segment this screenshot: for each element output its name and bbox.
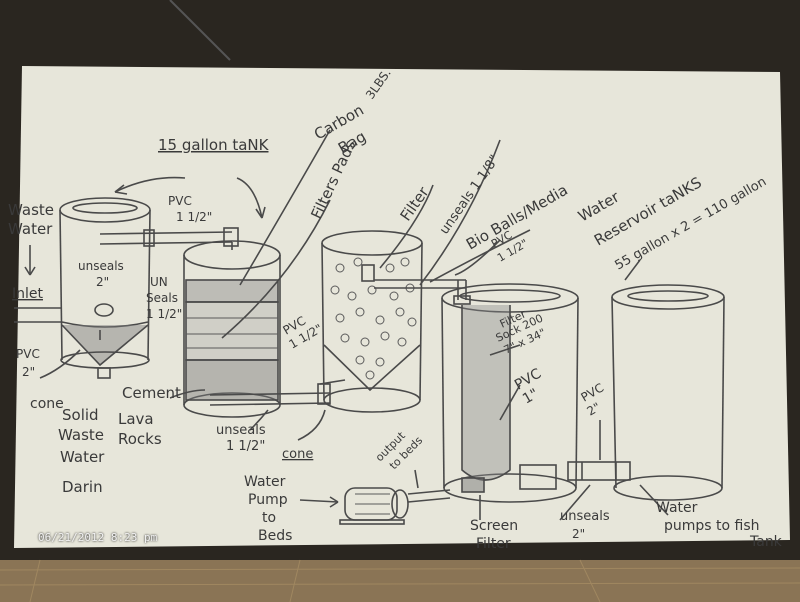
bio-balls — [330, 257, 417, 380]
label-pumps-fish: pumps to fish — [664, 518, 760, 534]
label-seals-size: 1 1/2" — [146, 307, 182, 321]
label-pvc-left: PVC — [16, 347, 40, 361]
label-darin: Darin — [62, 478, 103, 496]
label-rocks: Rocks — [118, 430, 162, 448]
label-unseals-mid-size: 1 1/2" — [226, 439, 265, 454]
reservoir-tank-1 — [441, 283, 579, 503]
label-seals: Seals — [146, 291, 178, 305]
label-unseals-2: unseals — [78, 259, 124, 273]
reservoir-tank-2 — [611, 284, 725, 501]
label-pvc-top-size: 1 1/2" — [176, 210, 212, 224]
floor-mat — [0, 560, 800, 602]
label-unseals-2-size: 2" — [96, 275, 109, 289]
label-screen-filter: Filter — [476, 536, 511, 552]
label-solid: Solid — [62, 406, 99, 424]
label-water: Water — [8, 220, 53, 238]
label-15-gallon: 15 gallon taNK — [158, 136, 270, 154]
label-pvc-2-right-size: 2" — [585, 400, 603, 419]
label-cone-left: cone — [30, 396, 64, 412]
label-unseals-mid: unseals — [216, 423, 266, 438]
label-waste-2: Waste — [58, 426, 104, 444]
label-to: to — [262, 510, 276, 526]
floor-pattern — [0, 559, 800, 602]
arrows — [24, 129, 669, 521]
label-lava: Lava — [118, 410, 154, 428]
label-pvc-top: PVC — [168, 194, 192, 208]
label-beds: Beds — [258, 528, 292, 544]
label-unseals-bottom: unseals — [560, 509, 610, 524]
biofilter-tank — [321, 230, 423, 413]
water-pump — [339, 487, 451, 525]
label-unseals-bottom-size: 2" — [572, 527, 585, 541]
photo-timestamp: 06/21/2012 8:23 pm — [38, 531, 158, 544]
label-water-2: Water — [60, 448, 105, 466]
waste-tank — [59, 197, 151, 379]
label-pvc-left-size: 2" — [22, 365, 35, 379]
label-un: UN — [150, 275, 168, 289]
label-waste: Waste — [8, 201, 54, 219]
label-screen: Screen — [470, 518, 518, 534]
label-cement: Cement — [122, 384, 181, 402]
inlet-pipe — [14, 307, 62, 323]
pvc-pipe-right — [374, 279, 471, 305]
cable — [169, 0, 231, 61]
label-tank: Tank — [749, 534, 783, 550]
label-cone-mid: cone — [282, 447, 313, 462]
label-inlet: Inlet — [12, 286, 44, 302]
paper-sheet — [14, 66, 790, 548]
pvc-pipe-reservoirs — [567, 461, 631, 481]
filter-tank — [183, 240, 281, 418]
label-pvc-1-size: 1" — [520, 386, 541, 408]
label-pump: Pump — [248, 492, 288, 508]
label-water-pump: Water — [244, 474, 286, 490]
label-water-pumps: Water — [656, 500, 698, 516]
